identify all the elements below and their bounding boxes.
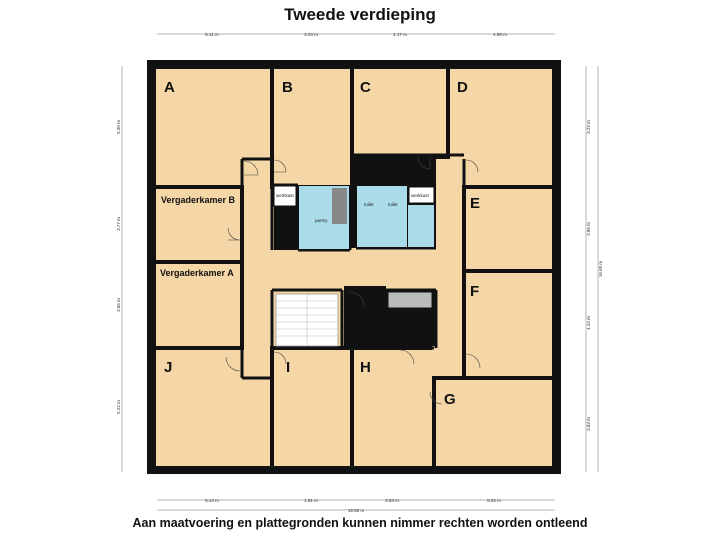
pantry-counter: [332, 188, 347, 224]
dim-total-width: 15.55 m: [348, 508, 365, 513]
label-werkkast-2: werkkast: [411, 193, 430, 198]
label-room-g: G: [444, 391, 456, 408]
dim-right-2: 3.86 m: [586, 222, 591, 236]
dim-total-height: 16.60 m: [598, 261, 603, 278]
label-toilet-2: toilet: [388, 202, 398, 207]
label-room-d: D: [457, 79, 468, 96]
room-h[interactable]: [354, 350, 432, 466]
dim-left-1: 5.30 m: [116, 120, 121, 134]
room-b[interactable]: [274, 69, 350, 185]
label-room-c: C: [360, 79, 371, 96]
room-vergaderkamer-a[interactable]: [156, 264, 240, 346]
toilet-floor: [357, 186, 407, 247]
label-vergaderkamer-b: Vergaderkamer B: [161, 195, 236, 205]
werkkast-right: [408, 186, 435, 204]
dim-left-2: 3.77 m: [116, 217, 121, 231]
staircase: [275, 293, 339, 347]
wet-rooms: [273, 185, 435, 309]
inner-walls: [156, 69, 552, 466]
label-vergaderkamer-a: Vergaderkamer A: [160, 268, 234, 278]
room-vergaderkamer-b[interactable]: [156, 189, 240, 260]
dim-top-3: 4.17 m: [393, 32, 407, 37]
dim-bottom-1: 5.14 m: [205, 498, 219, 503]
room-c[interactable]: [354, 69, 446, 155]
label-room-b: B: [282, 79, 293, 96]
dim-right-3: 4.44 m: [586, 316, 591, 330]
label-room-j: J: [164, 359, 172, 376]
dim-bottom-3: 3.53 m: [385, 498, 399, 503]
dim-top-2: 3.43 m: [304, 32, 318, 37]
storage-block: [387, 291, 433, 309]
dim-left-4: 5.22 m: [116, 400, 121, 414]
dim-top-4: 4.98 m: [493, 32, 507, 37]
label-room-e: E: [470, 195, 480, 212]
dim-right-4: 3.83 m: [586, 417, 591, 431]
label-room-i: I: [286, 359, 290, 376]
label-room-f: F: [470, 283, 479, 300]
dim-bottom-4: 5.22 m: [487, 498, 501, 503]
dim-right-1: 3.23 m: [586, 120, 591, 134]
label-room-h: H: [360, 359, 371, 376]
label-pantry: pantry: [315, 218, 328, 223]
label-toilet-1: toilet: [364, 202, 374, 207]
dim-bottom-2: 1.61 m: [304, 498, 318, 503]
room-d[interactable]: [450, 69, 552, 185]
room-f[interactable]: [466, 273, 552, 376]
toilet-floor-2: [408, 205, 434, 247]
werkkast-left: [273, 185, 297, 207]
label-werkkast-1: werkkast: [276, 193, 295, 198]
room-e[interactable]: [466, 189, 552, 269]
dimension-lines: [121, 33, 599, 511]
room-g[interactable]: [436, 380, 552, 466]
doors: [225, 156, 481, 405]
dim-left-3: 3.66 m: [116, 298, 121, 312]
page-title: Tweede verdieping: [284, 5, 436, 24]
label-room-a: A: [164, 79, 175, 96]
room-i[interactable]: [274, 350, 350, 466]
dim-top-1: 5.11 m: [205, 32, 219, 37]
disclaimer-footer: Aan maatvoering en plattegronden kunnen …: [132, 516, 588, 530]
